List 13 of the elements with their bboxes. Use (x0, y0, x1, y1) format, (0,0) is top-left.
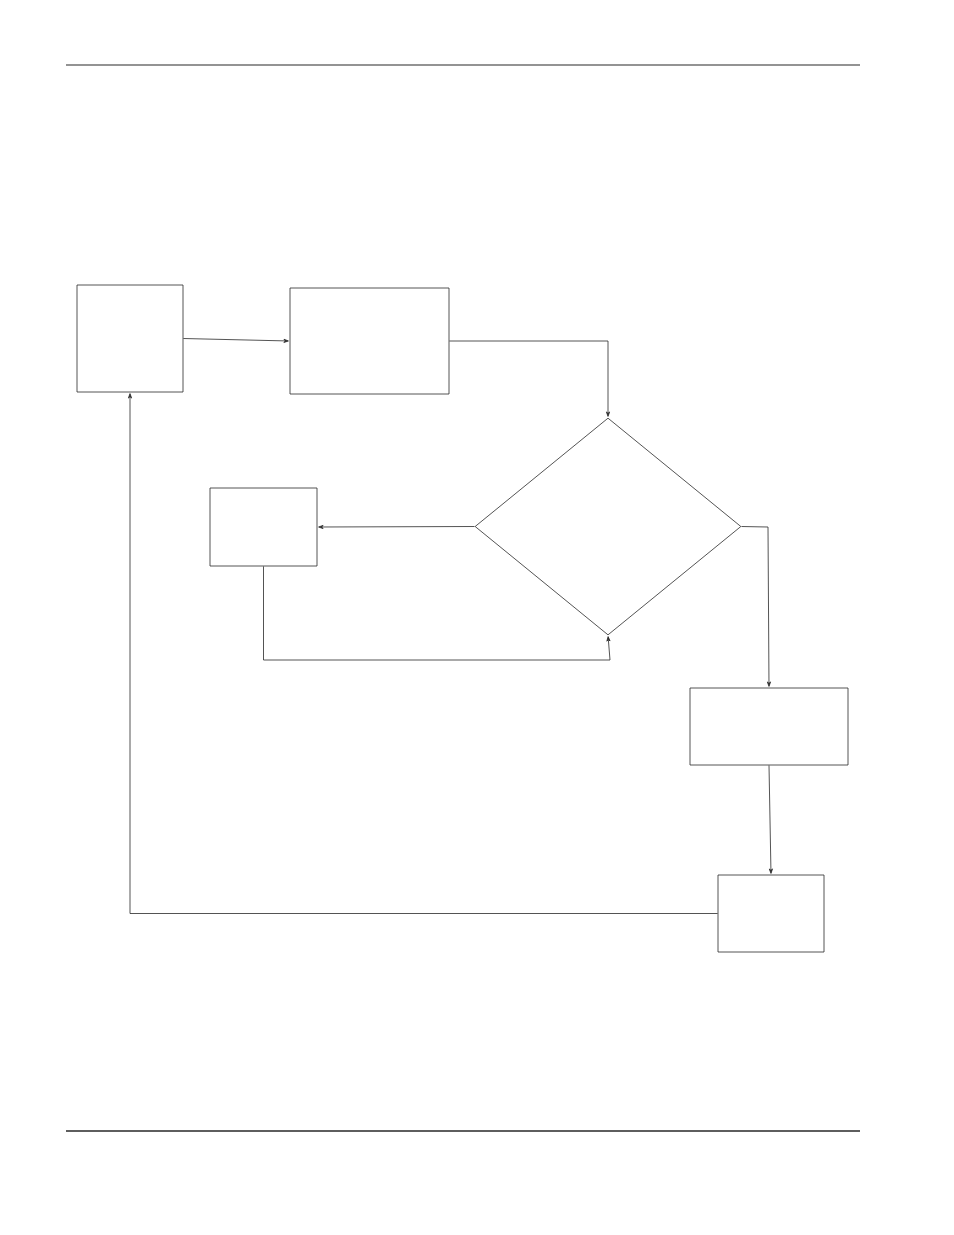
decision-diamond (474, 417, 742, 636)
process-box (209, 487, 318, 567)
arrow (318, 525, 475, 529)
arrow (449, 340, 610, 417)
arrow (183, 338, 289, 343)
process-box (717, 874, 825, 953)
process-box (289, 287, 450, 395)
arrow (741, 526, 771, 687)
arrow (768, 765, 773, 874)
arrow (263, 566, 611, 661)
process-box (689, 687, 849, 766)
arrow (128, 393, 718, 914)
process-box (76, 284, 184, 393)
